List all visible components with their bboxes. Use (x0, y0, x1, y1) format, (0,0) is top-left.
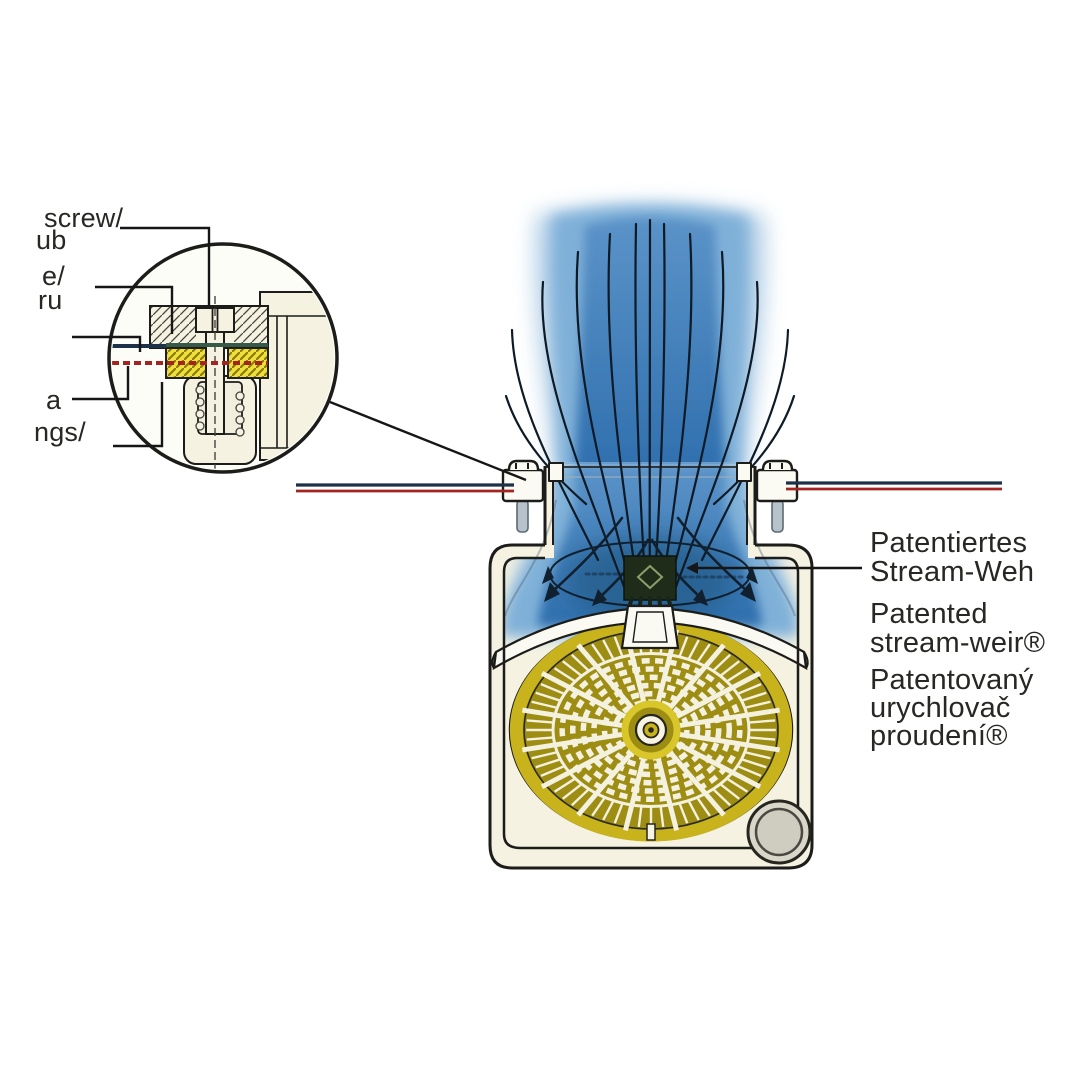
label-fragment-oub: ub (36, 225, 67, 255)
drain-knob (746, 799, 812, 865)
arrowhead (693, 589, 708, 606)
rim-tab (736, 462, 752, 482)
clamp-pads (165, 347, 269, 379)
leader-lines (72, 226, 862, 574)
heat-exchanger-grille (508, 618, 794, 842)
annotation-line: proudení® (870, 720, 1008, 752)
annotation-line: Stream-Weh (870, 556, 1035, 588)
label-fragment-ngs: ngs/ (34, 417, 86, 447)
annotation-line: Patented (870, 598, 988, 630)
arrowhead (544, 582, 560, 602)
arrowhead (746, 566, 758, 584)
clamp-left (501, 459, 545, 533)
label-fragment-ru: ru (38, 285, 63, 315)
thread-lobes (195, 385, 245, 437)
sensor-wires (296, 481, 1002, 493)
rim-tab (548, 462, 564, 482)
arrowhead (686, 562, 698, 574)
annotation-line: Patentovaný (870, 664, 1034, 696)
annotation-line: stream-weir® (870, 627, 1046, 659)
clamp-right (755, 459, 799, 533)
label-fragment-screw: screw/ (44, 203, 124, 233)
detail-inset (107, 242, 339, 474)
arrowhead (542, 566, 554, 584)
annotation-line: urychlovač (870, 692, 1011, 724)
arrowhead (592, 589, 607, 606)
annotation-line: Patentiertes (870, 527, 1028, 559)
label-fragment-e: e/ (42, 261, 65, 291)
container-outline (488, 462, 814, 870)
label-fragment-a: a (46, 385, 62, 415)
cable-clamps (501, 459, 799, 533)
deflector-band (491, 604, 809, 671)
arrowhead (740, 582, 756, 602)
stream-weir-element (622, 555, 678, 627)
